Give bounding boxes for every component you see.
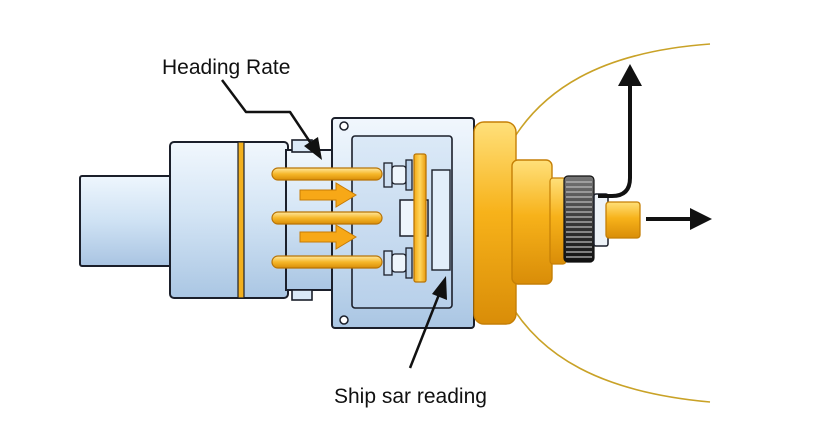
- label-ship-reading: Ship sar reading: [334, 385, 487, 408]
- up-arrow-head: [618, 64, 642, 86]
- leader-heading-rate-head: [304, 137, 322, 160]
- label-heading-rate: Heading Rate: [162, 56, 290, 79]
- flow-arrow-lower: [299, 224, 357, 250]
- rod-bottom: [271, 255, 383, 269]
- seam-ring: [237, 141, 245, 299]
- screw-top: [339, 121, 349, 131]
- drive-gear: [563, 175, 595, 263]
- bearing-upper: [383, 159, 413, 191]
- rod-top: [271, 167, 383, 181]
- input-shaft: [79, 175, 177, 267]
- output-spindle: [605, 201, 641, 239]
- collar-tab-bottom: [291, 289, 313, 301]
- screw-bottom: [339, 315, 349, 325]
- rotor-disc: [413, 153, 427, 283]
- leader-heading-rate: [221, 79, 316, 149]
- leader-ship-reading: [408, 291, 442, 369]
- rod-middle: [271, 211, 383, 225]
- bearing-lower: [383, 247, 413, 279]
- main-cylinder: [169, 141, 289, 299]
- up-arrow: [598, 78, 632, 198]
- leader-ship-reading-head: [432, 276, 447, 300]
- inner-plate: [431, 169, 451, 271]
- flow-arrow-upper: [299, 182, 357, 208]
- gold-hub: [511, 159, 553, 285]
- gold-flange: [473, 121, 517, 325]
- right-arrow-head: [690, 208, 712, 230]
